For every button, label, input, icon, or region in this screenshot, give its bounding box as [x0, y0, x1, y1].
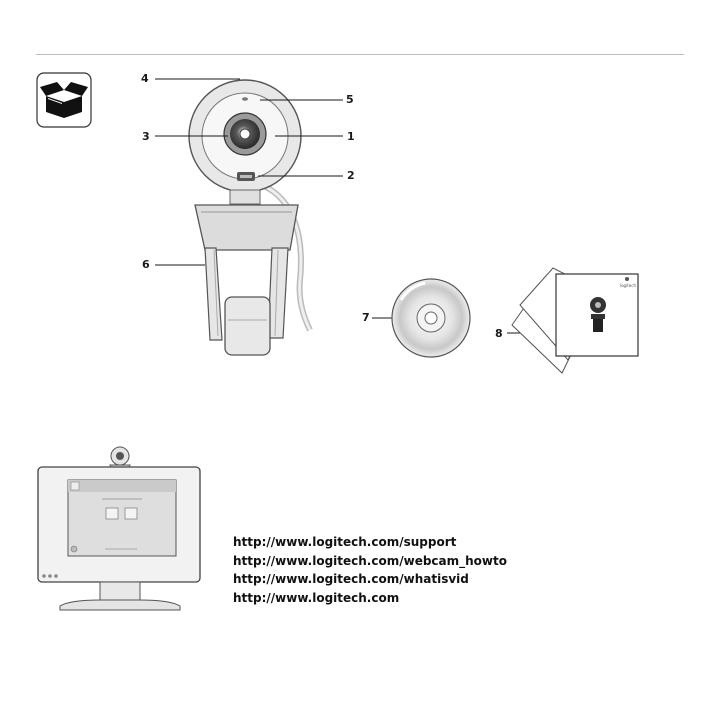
documents-brand-mark: logitech	[620, 283, 636, 288]
url-home[interactable]: http://www.logitech.com	[233, 589, 507, 608]
callout-4: 4	[141, 73, 149, 85]
callout-8: 8	[495, 328, 503, 340]
monitor-drawing	[38, 447, 200, 610]
callout-3: 3	[142, 131, 150, 143]
webcam-drawing	[189, 80, 310, 355]
callout-7: 7	[362, 312, 370, 324]
url-support[interactable]: http://www.logitech.com/support	[233, 533, 507, 552]
callout-2: 2	[347, 170, 355, 182]
software-cd-drawing	[392, 279, 470, 357]
url-whatisvid[interactable]: http://www.logitech.com/whatisvid	[233, 570, 507, 589]
url-list: http://www.logitech.com/support http://w…	[233, 533, 507, 607]
callout-1: 1	[347, 131, 355, 143]
url-webcam-howto[interactable]: http://www.logitech.com/webcam_howto	[233, 552, 507, 571]
callout-6: 6	[142, 259, 150, 271]
callout-5: 5	[346, 94, 354, 106]
